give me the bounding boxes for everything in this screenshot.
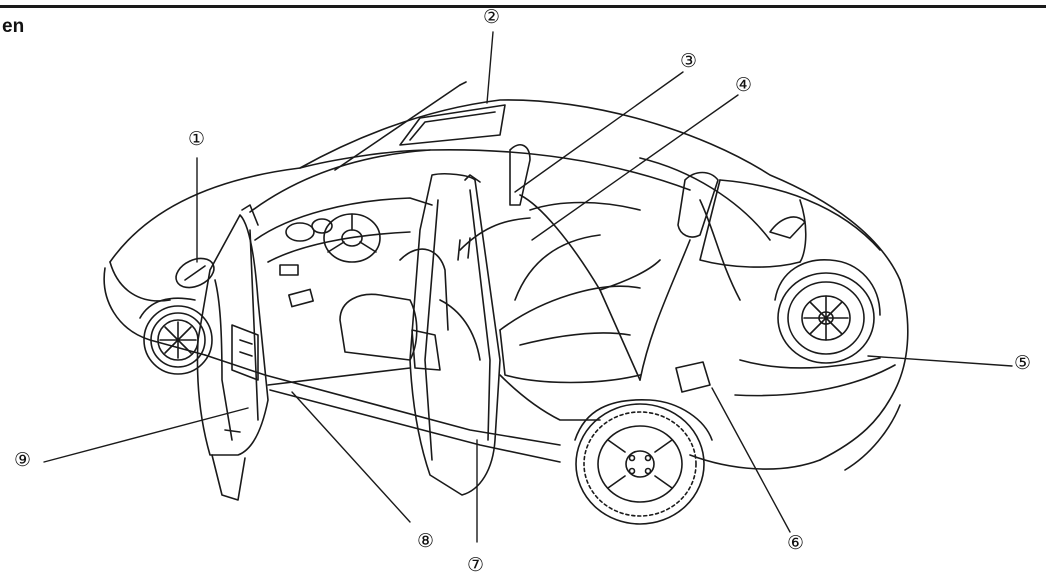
callout-5: ⑤ <box>1014 352 1032 374</box>
leader-lines <box>44 32 1012 542</box>
spare-tire <box>770 217 880 363</box>
callout-6: ⑥ <box>787 532 805 554</box>
front-door <box>198 205 269 500</box>
car-body <box>104 82 908 470</box>
callout-7: ⑦ <box>467 554 485 576</box>
callout-9: ⑨ <box>14 449 32 471</box>
fuel-door <box>676 362 710 392</box>
interior <box>255 145 718 383</box>
rear-door <box>410 174 500 495</box>
top-rule <box>0 5 1046 8</box>
callout-2: ② <box>483 6 501 28</box>
callout-1: ① <box>188 128 206 150</box>
callout-3: ③ <box>680 50 698 72</box>
callout-8: ⑧ <box>417 530 435 552</box>
rear-wheel <box>575 400 712 524</box>
section-heading: en <box>2 16 25 37</box>
callout-4: ④ <box>735 74 753 96</box>
door-frames <box>268 195 660 420</box>
front-wheel <box>140 298 212 374</box>
